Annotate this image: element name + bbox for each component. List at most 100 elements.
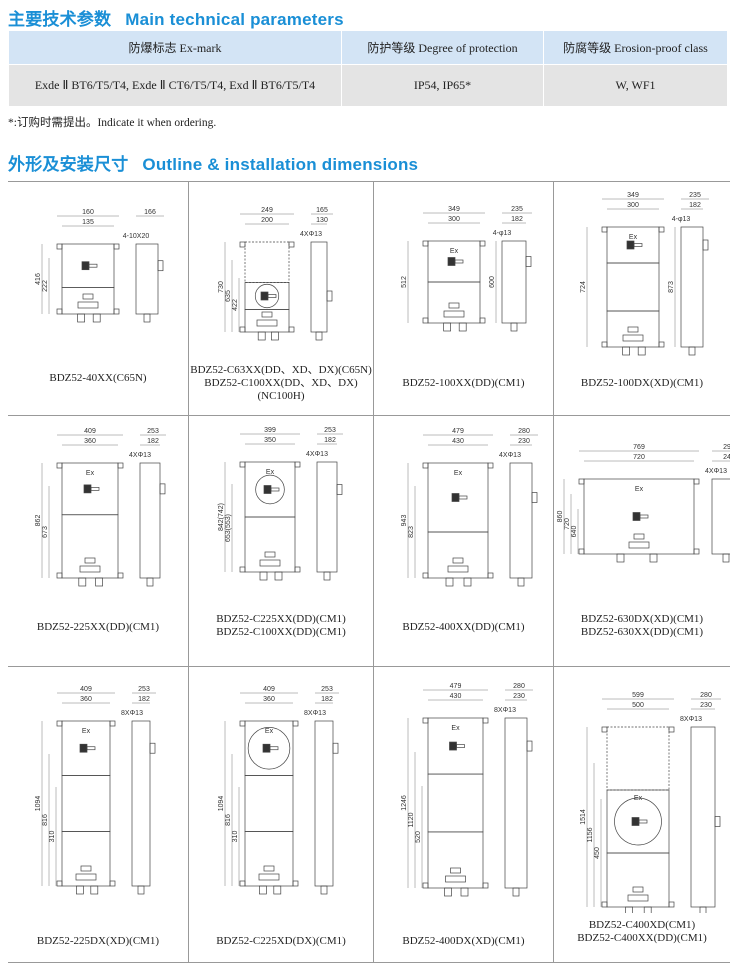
model-name: BDZ52-400DX(XD)(CM1) bbox=[402, 935, 525, 947]
model-name: BDZ52-C400XD(CM1) bbox=[588, 919, 696, 931]
technical-parameters-table: 防爆标志 Ex-mark 防护等级 Degree of protection 防… bbox=[8, 30, 728, 107]
dimension-width-outer: 599 bbox=[632, 692, 644, 699]
dimension-lines bbox=[41, 692, 156, 886]
cable-gland-icon bbox=[722, 553, 730, 563]
round-cover bbox=[614, 797, 662, 846]
dimension-depth: 230 bbox=[518, 438, 530, 445]
dimension-height: 1094 bbox=[218, 796, 225, 812]
mounting-lug bbox=[479, 240, 486, 247]
operating-shaft bbox=[332, 742, 339, 754]
switch-lever bbox=[267, 294, 277, 298]
mounting-lug bbox=[422, 717, 429, 724]
model-name: BDZ52-225XX(DD)(CM1) bbox=[36, 621, 160, 633]
ex-label: Ex bbox=[82, 728, 91, 735]
mounting-lug bbox=[113, 308, 120, 315]
window-icon bbox=[443, 310, 465, 318]
side-view bbox=[690, 726, 721, 913]
ex-label: Ex bbox=[629, 234, 638, 241]
window-icon bbox=[259, 559, 281, 567]
mounting-lug bbox=[292, 720, 299, 727]
dimension-depth: 230 bbox=[700, 702, 712, 709]
operating-shaft bbox=[714, 816, 721, 827]
dimension-hole-spec: 4XΦ13 bbox=[300, 231, 322, 238]
enclosure-section bbox=[61, 775, 111, 832]
dimension-height: 1514 bbox=[580, 809, 587, 825]
mounting-lug bbox=[294, 566, 301, 573]
side-view bbox=[504, 717, 533, 897]
nameplate-icon bbox=[633, 533, 645, 540]
side-view bbox=[316, 461, 343, 581]
front-view bbox=[239, 241, 295, 341]
title-en: Main technical parameters bbox=[125, 10, 344, 29]
switch-handle-icon bbox=[263, 485, 272, 494]
enclosure-section bbox=[606, 726, 670, 791]
nameplate-icon bbox=[632, 886, 644, 893]
mounting-lug bbox=[109, 720, 116, 727]
model-caption: BDZ52-40XX(C65N) bbox=[8, 372, 188, 385]
ex-label: Ex bbox=[265, 728, 274, 735]
switch-handle-icon bbox=[631, 817, 640, 826]
enclosure-section bbox=[606, 310, 660, 348]
dimension-height: 1156 bbox=[587, 827, 594, 842]
dimension-height: 943 bbox=[401, 515, 408, 527]
side-view bbox=[139, 462, 166, 587]
model-name: BDZ52-630XX(DD)(CM1) bbox=[580, 626, 704, 638]
nameplate-icon bbox=[82, 293, 94, 300]
mounting-lug bbox=[578, 548, 585, 555]
window-icon bbox=[77, 301, 99, 309]
operating-shaft bbox=[702, 239, 709, 251]
side-body bbox=[501, 240, 527, 324]
mounting-lug bbox=[601, 341, 608, 348]
dimension-depth: 182 bbox=[689, 202, 701, 209]
dimension-height: 450 bbox=[594, 847, 601, 859]
dimension-lines bbox=[407, 434, 538, 578]
dimension-width-inner: 300 bbox=[448, 216, 460, 223]
nameplate-icon bbox=[448, 302, 460, 309]
model-name: BDZ52-225DX(XD)(CM1) bbox=[36, 935, 160, 947]
dimension-height: 310 bbox=[49, 831, 56, 843]
dimension-width-inner: 135 bbox=[82, 219, 94, 226]
mounting-lug bbox=[56, 572, 63, 579]
window-icon bbox=[445, 875, 466, 883]
mounting-lug bbox=[422, 240, 429, 247]
dimension-height: 816 bbox=[42, 814, 49, 826]
enclosure-section bbox=[427, 773, 484, 833]
mounting-lug bbox=[117, 572, 124, 579]
dimension-lines bbox=[407, 689, 533, 888]
model-caption: BDZ52-100XX(DD)(CM1) bbox=[374, 377, 553, 390]
side-body bbox=[316, 461, 338, 573]
switch-handle-icon bbox=[79, 743, 88, 753]
model-caption: BDZ52-225DX(XD)(CM1) bbox=[8, 935, 188, 948]
enclosure-section bbox=[244, 516, 296, 573]
mounting-lug bbox=[239, 720, 246, 727]
dimension-height: 673 bbox=[42, 526, 49, 538]
dimension-width-outer: 160 bbox=[82, 209, 94, 216]
model-caption: BDZ52-C63XX(DD、XD、DX)(C65N)BDZ52-C100XX(… bbox=[189, 364, 373, 403]
model-name: BDZ52-100DX(XD)(CM1) bbox=[580, 377, 704, 389]
cable-gland-icon bbox=[274, 571, 283, 581]
mounting-lug bbox=[56, 462, 63, 469]
dimension-lines bbox=[224, 213, 333, 332]
front-view bbox=[239, 461, 301, 581]
cable-gland-icon bbox=[444, 887, 452, 897]
dimension-depth: 253 bbox=[138, 686, 150, 693]
side-body bbox=[135, 243, 159, 315]
enclosure-section bbox=[583, 478, 695, 555]
front-view bbox=[601, 226, 665, 356]
model-name: BDZ52-100XX(DD)(CM1) bbox=[402, 377, 525, 389]
mounting-lug bbox=[56, 880, 63, 887]
operating-shaft bbox=[336, 484, 343, 495]
side-view bbox=[314, 720, 339, 895]
model-caption: BDZ52-100DX(XD)(CM1) bbox=[554, 377, 730, 390]
operating-shaft bbox=[159, 483, 166, 495]
dimension-lines bbox=[224, 433, 343, 572]
enclosure-section bbox=[427, 281, 481, 324]
window-icon bbox=[256, 319, 278, 327]
front-view bbox=[56, 462, 124, 587]
dimension-depth: 182 bbox=[147, 438, 159, 445]
mounting-lug bbox=[117, 462, 124, 469]
switch-handle-icon bbox=[451, 493, 460, 502]
